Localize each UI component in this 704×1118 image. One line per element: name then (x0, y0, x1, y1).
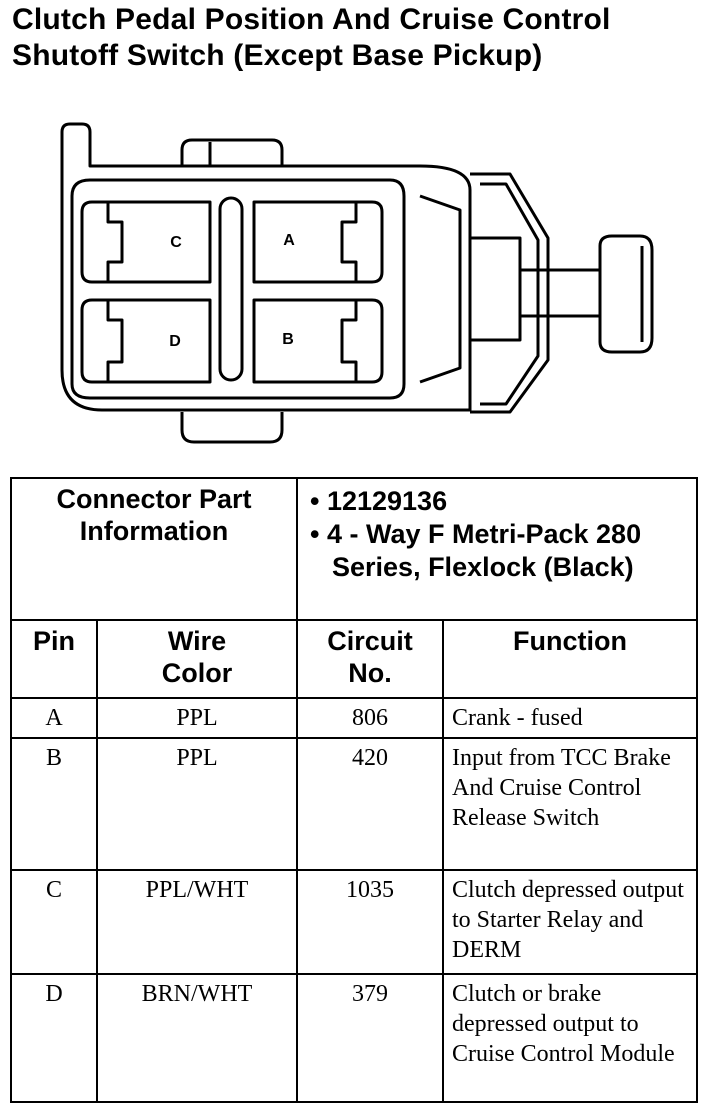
connector-diagram: C A D B (60, 122, 654, 444)
connector-housing (60, 122, 472, 412)
connector-part-info: • 12129136 • 4 - Way F Metri-Pack 280 Se… (296, 477, 698, 621)
connector-part-label: Connector Part Information (10, 477, 298, 621)
connector-table: Connector Part Information • 12129136 • … (10, 477, 698, 1103)
table-row: C PPL/WHT 1035 Clutch depressed output t… (10, 869, 698, 975)
function-cell: Crank - fused (442, 697, 698, 739)
connector-part-row: Connector Part Information • 12129136 • … (10, 477, 698, 621)
bottom-latch (180, 412, 284, 444)
pin-label-c: C (170, 234, 182, 251)
cavity-a (252, 200, 384, 284)
wire-color-cell: BRN/WHT (96, 973, 298, 1103)
cavity-c (80, 200, 212, 284)
cavity-b-notch (340, 300, 358, 382)
center-divider (218, 196, 244, 382)
lock-lever (520, 234, 654, 354)
circuit-cell: 420 (296, 737, 444, 871)
cavity-b (252, 298, 384, 384)
cavity-a-notch (340, 202, 358, 282)
header-pin: Pin (10, 619, 98, 699)
part-number: • 12129136 (310, 486, 448, 516)
inner-body (70, 178, 406, 400)
title-line-1: Clutch Pedal Position And Cruise Control (12, 3, 611, 36)
circuit-cell: 806 (296, 697, 444, 739)
cavity-d-notch (106, 300, 124, 382)
pin-cell: C (10, 869, 98, 975)
header-wire-color: Wire Color (96, 619, 298, 699)
part-description: • 4 - Way F Metri-Pack 280 Series, Flexl… (310, 519, 642, 582)
circuit-cell: 1035 (296, 869, 444, 975)
table-row: B PPL 420 Input from TCC Brake And Cruis… (10, 737, 698, 871)
wire-color-cell: PPL (96, 697, 298, 739)
lock-hood (470, 172, 550, 414)
cavity-d (80, 298, 212, 384)
function-cell: Clutch depressed output to Starter Relay… (442, 869, 698, 975)
title-line-2: Shutoff Switch (Except Base Pickup) (12, 39, 543, 72)
circuit-cell: 379 (296, 973, 444, 1103)
pin-label-a: A (283, 232, 295, 249)
wire-color-cell: PPL (96, 737, 298, 871)
page-title: Clutch Pedal Position And Cruise Control… (12, 2, 702, 74)
function-cell: Clutch or brake depressed output to Crui… (442, 973, 698, 1103)
function-cell: Input from TCC Brake And Cruise Control … (442, 737, 698, 871)
top-latch (180, 138, 284, 166)
pin-cell: D (10, 973, 98, 1103)
pin-cell: B (10, 737, 98, 871)
table-row: A PPL 806 Crank - fused (10, 697, 698, 739)
pin-label-b: B (282, 331, 294, 348)
header-function: Function (442, 619, 698, 699)
pin-cell: A (10, 697, 98, 739)
header-circuit-no: Circuit No. (296, 619, 444, 699)
table-row: D BRN/WHT 379 Clutch or brake depressed … (10, 973, 698, 1103)
column-header-row: Pin Wire Color Circuit No. Function (10, 619, 698, 699)
cavity-c-notch (106, 202, 124, 282)
pin-label-d: D (169, 333, 181, 350)
wire-color-cell: PPL/WHT (96, 869, 298, 975)
